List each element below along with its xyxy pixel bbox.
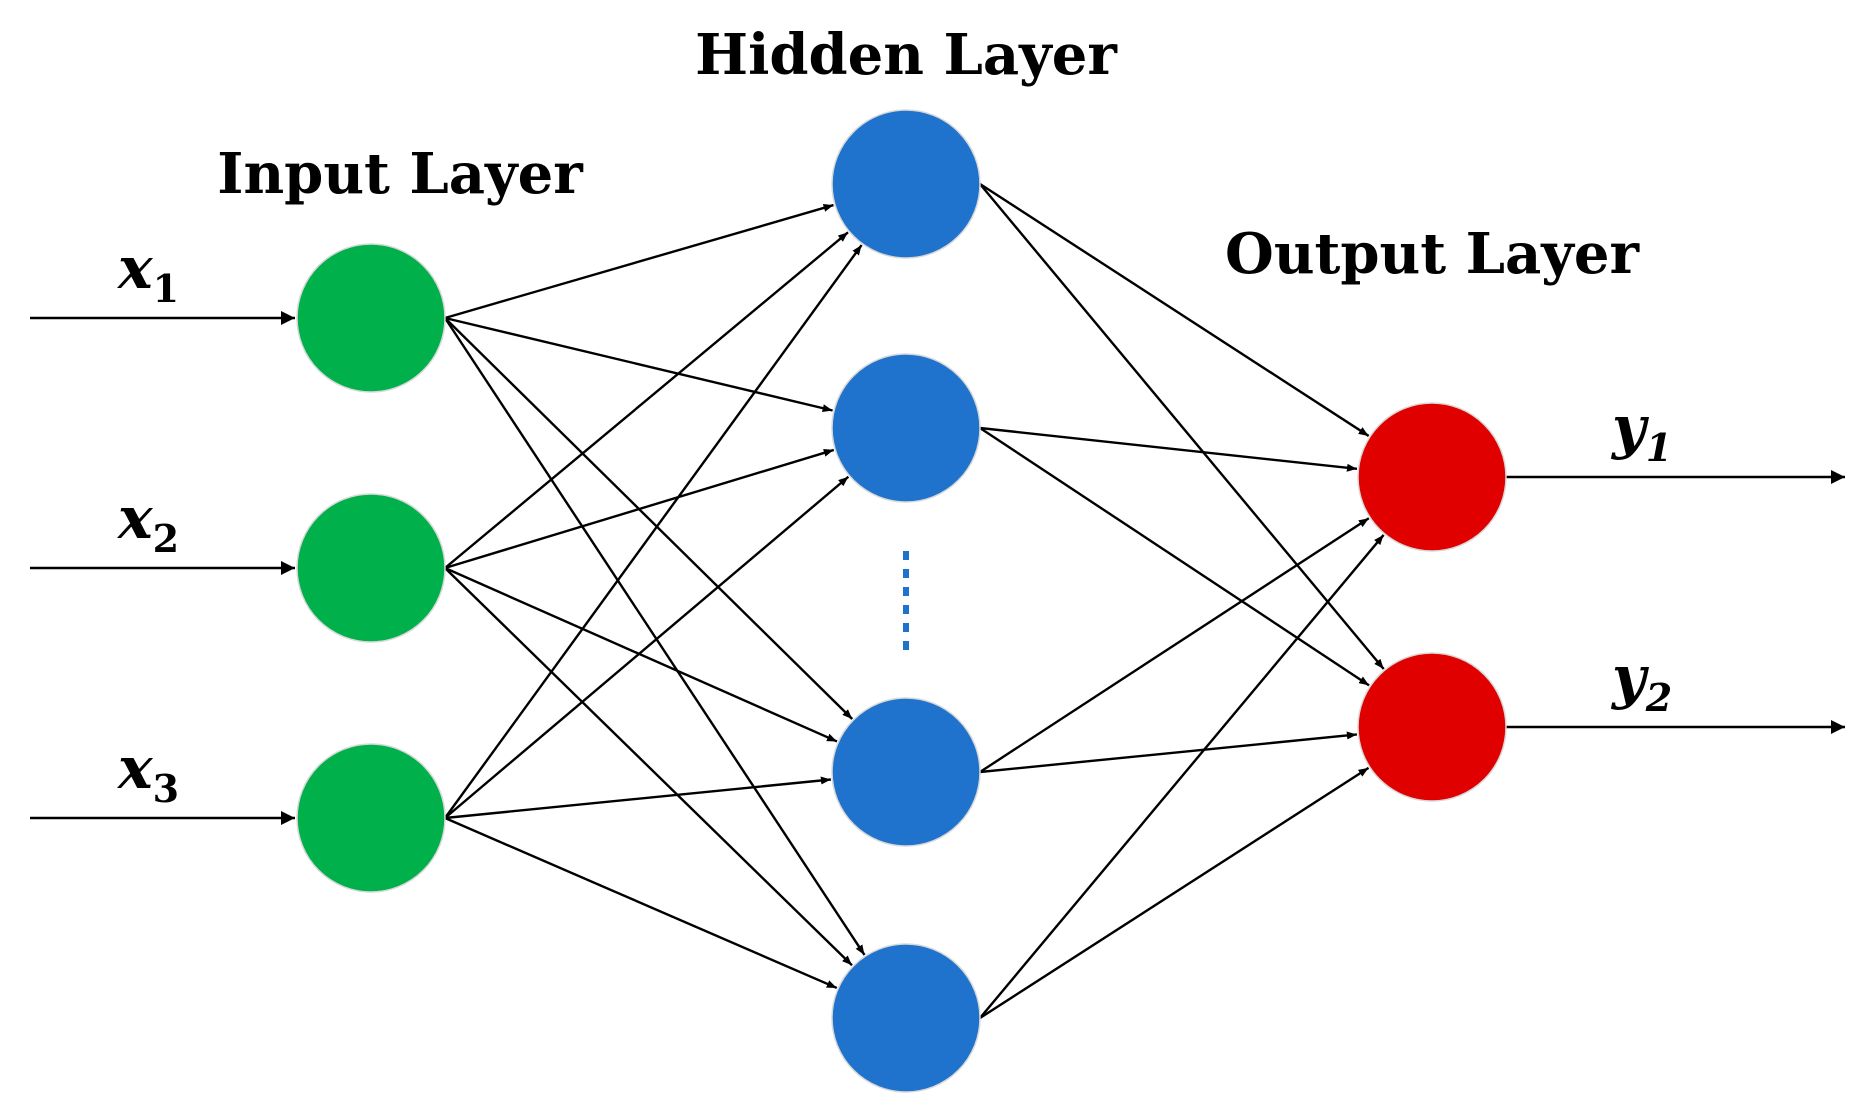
output-label-2-subscript: 2 [1645,675,1672,720]
edge-hidden-1-output-1 [979,182,1370,437]
input-label-1-subscript: 1 [153,266,179,311]
input-node-1 [296,243,446,393]
edge-hidden-4-output-2 [979,766,1370,1020]
input-node-3 [296,743,446,893]
edge-hidden-2-output-2 [979,426,1370,687]
edge-input-2-hidden-4 [444,567,853,967]
output-node-2 [1357,652,1507,802]
edge-hidden-1-output-2 [979,183,1385,670]
edge-input-3-hidden-4 [444,816,838,990]
input-label-2: x2 [116,484,179,561]
input-layer-title: Input Layer [217,141,584,207]
hidden-layer-title: Hidden Layer [695,22,1118,88]
edge-input-1-hidden-1 [444,203,834,320]
input-label-1-symbol: x [116,234,154,302]
input-label-2-subscript: 2 [153,516,179,561]
input-label-2-symbol: x [116,484,154,552]
edge-hidden-4-output-1 [979,534,1385,1019]
output-label-2: y2 [1610,643,1672,720]
hidden-node-2 [831,353,981,503]
edge-input-3-hidden-2 [444,475,850,819]
input-label-3-symbol: x [116,734,154,802]
edge-hidden-3-output-2 [979,731,1358,774]
io-arrows [30,311,1845,825]
network-nodes [296,109,1507,1093]
output-label-1-symbol: y [1610,393,1650,461]
edge-input-1-hidden-4 [443,317,866,956]
edge-input-3-hidden-3 [444,776,832,820]
input-node-2 [296,493,446,643]
output-label-2-symbol: y [1610,643,1650,711]
hidden-node-3 [831,697,981,847]
edge-input-2-hidden-3 [444,566,838,743]
edge-hidden-3-output-1 [979,517,1370,774]
edge-input-2-hidden-1 [444,231,849,569]
hidden-node-4 [831,943,981,1093]
input-label-1: x1 [116,234,179,311]
output-label-1-subscript: 1 [1646,425,1672,470]
edge-hidden-2-output-1 [979,426,1358,472]
edge-input-3-hidden-1 [444,244,863,819]
edge-input-1-hidden-3 [444,317,854,720]
output-label-1: y1 [1610,393,1672,470]
output-layer-title: Output Layer [1225,221,1640,287]
edge-input-2-hidden-2 [444,448,835,570]
connection-edges [443,182,1385,1020]
hidden-node-1 [831,109,981,259]
output-node-1 [1357,402,1507,552]
edge-input-1-hidden-2 [444,316,833,413]
input-label-3: x3 [116,734,179,811]
input-label-3-subscript: 3 [153,766,179,811]
